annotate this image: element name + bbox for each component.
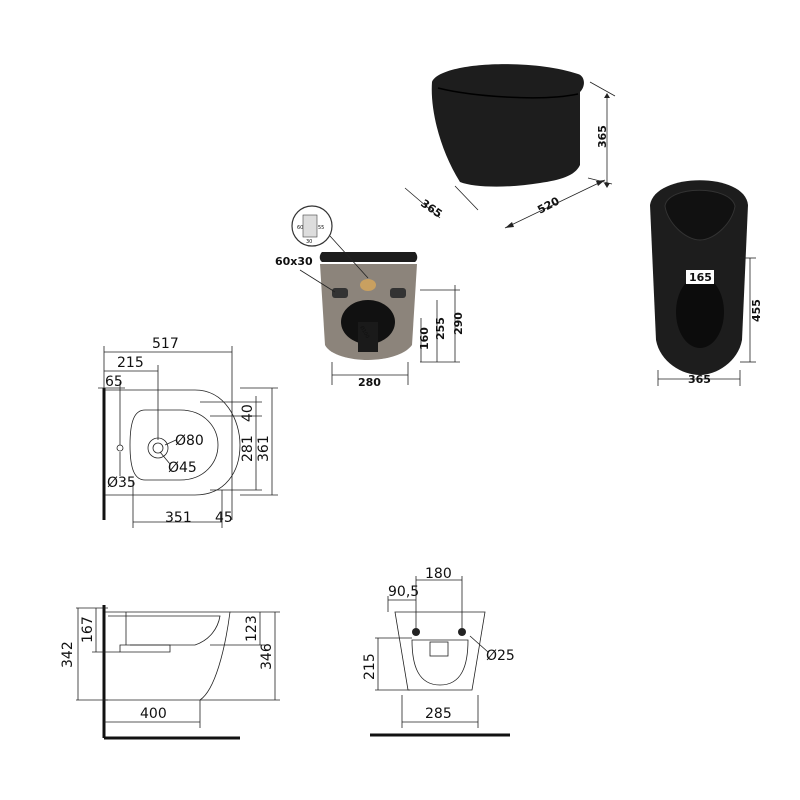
- plan-view-dimensions: 517 215 65 40 281 361 Ø80 Ø45 Ø35 351 45: [98, 336, 278, 528]
- side-rim-123: 123: [244, 615, 260, 642]
- inset-dim-55: 55: [318, 225, 324, 231]
- top-length-455: 455: [750, 299, 763, 322]
- plan-edge-65: 65: [105, 374, 123, 390]
- top-photo-dimensions: 165 455 365: [657, 257, 763, 386]
- callout-60x30: 60x30: [275, 255, 313, 268]
- opening-165: 165: [689, 271, 712, 284]
- plan-view-outline: [102, 388, 241, 520]
- plan-tap-215: 215: [117, 355, 144, 371]
- inset-dim-60: 60: [297, 225, 303, 231]
- plan-outer-361: 361: [256, 435, 272, 462]
- back-photo-dimensions: 60x30 280 160 255 290: [275, 255, 465, 389]
- front-offset-90-5: 90,5: [388, 584, 419, 600]
- front-view-dimensions: 180 90,5 Ø25 215 285: [362, 566, 515, 728]
- back-height-290: 290: [452, 312, 465, 335]
- plan-hole-45: Ø45: [168, 460, 197, 476]
- side-upper-167: 167: [80, 616, 96, 643]
- toilet-back-photo: Ø100: [319, 252, 418, 360]
- front-view-outline: [370, 611, 510, 737]
- plan-gap-45: 45: [215, 510, 233, 526]
- side-view-dimensions: 342 167 123 346 400: [60, 607, 280, 728]
- top-width-365: 365: [688, 373, 711, 386]
- side-length-400: 400: [140, 706, 167, 722]
- back-height-255: 255: [434, 317, 447, 340]
- plan-side-hole-35: Ø35: [107, 475, 136, 491]
- depth-365-label: 365: [418, 197, 444, 221]
- side-height-342: 342: [60, 641, 76, 668]
- front-bolt-25: Ø25: [486, 648, 515, 664]
- plan-gap-40: 40: [240, 404, 256, 422]
- plan-inner-281: 281: [240, 435, 256, 462]
- back-photo-inset: 60 55 30: [291, 205, 369, 279]
- toilet-side-photo: [431, 64, 584, 187]
- width-520-label: 520: [535, 194, 562, 216]
- front-height-215: 215: [362, 653, 378, 680]
- plan-base-351: 351: [165, 510, 192, 526]
- inset-dim-30: 30: [306, 239, 312, 245]
- front-width-285: 285: [425, 706, 452, 722]
- back-width-280: 280: [358, 376, 381, 389]
- back-height-160: 160: [418, 327, 431, 350]
- plan-hole-80: Ø80: [175, 433, 204, 449]
- height-365-label: 365: [596, 125, 609, 148]
- side-height-346: 346: [259, 643, 275, 670]
- plan-overall-517: 517: [152, 336, 179, 352]
- side-view-outline: [102, 605, 240, 740]
- front-spacing-180: 180: [425, 566, 452, 582]
